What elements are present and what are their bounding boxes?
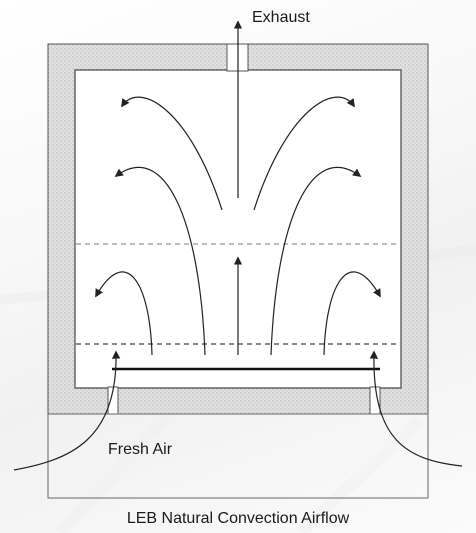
exhaust-label: Exhaust: [252, 9, 310, 26]
fresh-air-intake-right: [369, 350, 463, 467]
flow-curve-mid-right: [270, 166, 362, 356]
base-stand: [47, 413, 429, 499]
diagram-caption: LEB Natural Convection Airflow: [126, 510, 350, 527]
flow-curve-lower-right: [323, 271, 381, 356]
flow-curve-upper-left-outer: [121, 96, 223, 211]
flow-curve-upper-right-outer: [253, 96, 355, 211]
fresh-air-intake-left: [13, 350, 121, 471]
inlet-opening-right: [369, 386, 381, 415]
fresh-air-label: Fresh Air: [108, 441, 173, 458]
flow-curve-mid-left: [114, 166, 206, 356]
flow-curve-lower-left: [95, 271, 153, 356]
